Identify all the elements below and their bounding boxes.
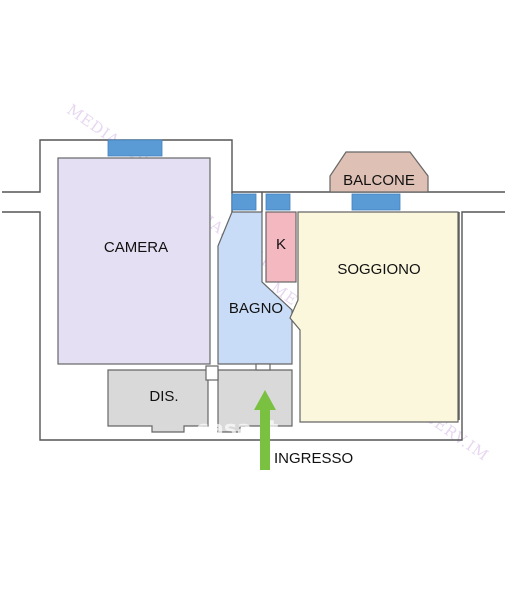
window-kitchen [265,193,291,211]
ingresso-label: INGRESSO [274,450,353,467]
k-label: K [276,236,286,253]
window-camera [107,139,163,157]
window-soggiorno [351,193,401,211]
balcone-label: BALCONE [343,172,415,189]
room-dis: DIS. [107,369,209,433]
soggiono-label: SOGGIONO [337,261,420,278]
window-bagno [231,193,257,211]
entrance-arrow-icon [254,390,276,470]
room-bagno: BAGNO [217,211,293,365]
room-ingresso [217,369,293,433]
room-kitchen: K [265,211,297,283]
door-marks [205,363,271,381]
windows [107,139,401,211]
balcony: BALCONE [329,151,429,193]
camera-label: CAMERA [104,239,168,256]
room-camera: CAMERA [57,157,211,365]
dis-label: DIS. [149,388,178,405]
bagno-label: BAGNO [229,300,283,317]
room-soggiorno: SOGGIONO [289,211,459,423]
